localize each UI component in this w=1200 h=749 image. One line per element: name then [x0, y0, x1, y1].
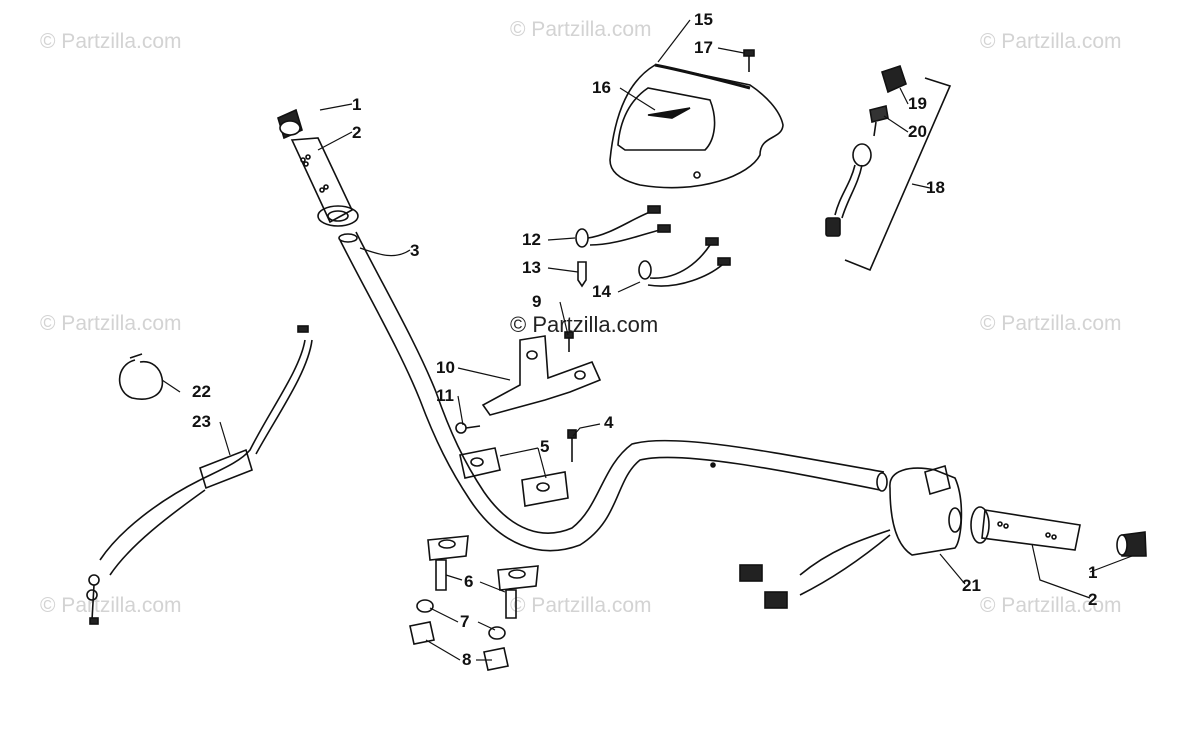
- callout-11: 11: [436, 386, 454, 405]
- callout-14: 14: [592, 282, 611, 301]
- connector-12: [575, 205, 671, 248]
- risers: [427, 535, 539, 619]
- callouts: 1 2 3 4 5 6 7 8 9 10 11 12 13 14 15 16 1…: [192, 10, 1097, 669]
- watermark: © Partzilla.com: [40, 30, 182, 53]
- washers: [416, 599, 506, 640]
- nuts: [409, 621, 509, 671]
- watermark: © Partzilla.com: [40, 312, 182, 335]
- callout-21: 21: [962, 576, 981, 595]
- handlebar: [338, 231, 888, 552]
- callout-1-right: 1: [1088, 563, 1097, 582]
- callout-17: 17: [694, 38, 713, 57]
- left-grip: [290, 137, 359, 227]
- callout-9: 9: [532, 292, 541, 311]
- clamps: [459, 429, 577, 507]
- callout-22: 22: [192, 382, 211, 401]
- callout-10: 10: [436, 358, 455, 377]
- callout-3: 3: [410, 241, 419, 260]
- hose-clamp: [118, 353, 164, 400]
- callout-23: 23: [192, 412, 211, 431]
- callout-12: 12: [522, 230, 541, 249]
- watermark: © Partzilla.com: [510, 594, 652, 617]
- callout-16: 16: [592, 78, 611, 97]
- leader-lines: [161, 19, 1133, 661]
- connector-14: [638, 237, 731, 287]
- callout-5: 5: [540, 437, 549, 456]
- callout-4: 4: [604, 413, 614, 432]
- terminal-13: [577, 261, 587, 288]
- callout-1-left: 1: [352, 95, 361, 114]
- callout-13: 13: [522, 258, 541, 277]
- dash-cover: [609, 63, 784, 189]
- callout-2-left: 2: [352, 123, 361, 142]
- ignition-switch-assembly: [825, 64, 952, 272]
- screw-17: [743, 49, 755, 72]
- mounting-bracket: [455, 331, 602, 434]
- switch-housing: [739, 464, 963, 609]
- callout-18: 18: [926, 178, 945, 197]
- right-end-cap: [1116, 531, 1147, 557]
- callout-7: 7: [460, 612, 469, 631]
- right-grip: [970, 506, 1081, 551]
- callout-20: 20: [908, 122, 927, 141]
- callout-15: 15: [694, 10, 713, 29]
- callout-6: 6: [464, 572, 473, 591]
- left-end-cap: [277, 108, 303, 140]
- callout-2-right: 2: [1088, 590, 1097, 609]
- callout-19: 19: [908, 94, 927, 113]
- watermark-center: © Partzilla.com: [510, 312, 659, 338]
- watermark: © Partzilla.com: [510, 18, 652, 41]
- watermark: © Partzilla.com: [40, 594, 182, 617]
- watermark: © Partzilla.com: [980, 594, 1122, 617]
- throttle-cable: [86, 325, 313, 625]
- callout-8: 8: [462, 650, 471, 669]
- watermark: © Partzilla.com: [980, 312, 1122, 335]
- watermark: © Partzilla.com: [980, 30, 1122, 53]
